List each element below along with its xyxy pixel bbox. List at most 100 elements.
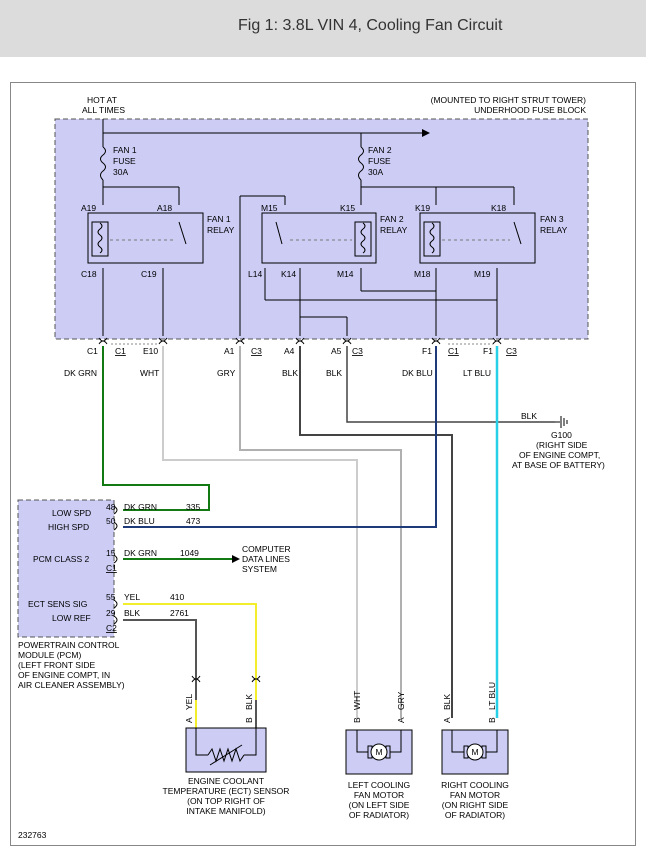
relay1-pin-c18: C18 — [81, 269, 97, 279]
right-motor-symbol: M — [471, 747, 478, 757]
component-pin-symbols — [191, 675, 261, 683]
pcm-pin-symbols — [113, 505, 118, 625]
fan2-relay-switch-icon — [275, 221, 283, 245]
fuse-block-bus — [102, 119, 515, 336]
pcm-pin-48: 48 — [106, 502, 116, 512]
relay1-pin-c19: C19 — [141, 269, 157, 279]
wire-label-blk-2: BLK — [326, 368, 342, 378]
ect-wire-b: BLK — [244, 694, 254, 710]
relay1-name-1: FAN 1 — [207, 214, 231, 224]
pcm-wire-dkgrn-2: DK GRN — [124, 548, 157, 558]
left-motor-desc-3: (ON LEFT SIDE — [349, 800, 410, 810]
pcm-signal-class2: PCM CLASS 2 — [33, 554, 89, 564]
relay2-pin-k15: K15 — [340, 203, 355, 213]
fan2-relay — [261, 212, 377, 264]
pcm-signal-low-spd: LOW SPD — [52, 508, 91, 518]
pcm-desc-5: AIR CLEANER ASSEMBLY) — [18, 680, 125, 690]
ground-g100-icon — [555, 416, 568, 428]
conn-pin-e10: E10 — [143, 346, 158, 356]
relay1-pin-a19: A19 — [81, 203, 96, 213]
fan3-relay — [419, 212, 536, 264]
pcm-circuit-335: 335 — [186, 502, 200, 512]
ect-pin-a: A — [184, 717, 194, 723]
ect-desc-2: TEMPERATURE (ECT) SENSOR — [163, 786, 290, 796]
ground-desc-2: OF ENGINE COMPT, — [519, 450, 600, 460]
left-motor-pin-b: B — [352, 717, 362, 723]
pcm-module — [17, 499, 115, 638]
pcm-circuit-2761: 2761 — [170, 608, 189, 618]
relay2-pin-m15: M15 — [261, 203, 278, 213]
conn-pin-f1-a: F1 — [422, 346, 432, 356]
fan1-relay — [87, 212, 204, 264]
right-motor-desc-3: (ON RIGHT SIDE — [442, 800, 509, 810]
left-motor-icon — [370, 743, 388, 761]
data-lines-label-2: DATA LINES — [242, 554, 290, 564]
left-motor-desc-4: OF RADIATOR) — [349, 810, 409, 820]
fuse2-label-3: 30A — [368, 167, 383, 177]
relay2-pin-m14: M14 — [337, 269, 354, 279]
pcm-pin-55: 55 — [106, 592, 116, 602]
pcm-signal-low-ref: LOW REF — [52, 613, 91, 623]
wire-label-gry: GRY — [217, 368, 236, 378]
wire-blk-2761 — [123, 619, 197, 700]
fuse-block-mount-label: (MOUNTED TO RIGHT STRUT TOWER) — [431, 95, 587, 105]
pcm-desc-2: MODULE (PCM) — [18, 650, 81, 660]
hot-at-label: HOT AT — [87, 95, 117, 105]
pcm-circuit-473: 473 — [186, 516, 200, 526]
wire-wht — [162, 346, 358, 718]
wire-blk-motor — [299, 346, 453, 718]
pcm-circuit-1049: 1049 — [180, 548, 199, 558]
ect-desc-1: ENGINE COOLANT — [188, 776, 264, 786]
wire-gry — [239, 346, 402, 718]
fuse2-label-2: FUSE — [368, 156, 391, 166]
conn-pin-a4: A4 — [284, 346, 295, 356]
fan1-relay-coil-winding — [97, 222, 103, 254]
pcm-conn-c2: C2 — [106, 623, 117, 633]
pcm-desc-4: OF ENGINE COMPT, IN — [18, 670, 110, 680]
pcm-signal-ect: ECT SENS SIG — [28, 599, 87, 609]
diagram-frame — [10, 82, 636, 846]
pcm-wire-blk: BLK — [124, 608, 140, 618]
left-motor-wire-a: GRY — [396, 691, 406, 710]
right-motor-desc-2: FAN MOTOR — [450, 790, 500, 800]
fuse1-label-2: FUSE — [113, 156, 136, 166]
fan2-relay-coil-icon — [354, 221, 372, 257]
pcm-pin-50: 50 — [106, 516, 116, 526]
left-motor-desc-2: FAN MOTOR — [354, 790, 404, 800]
fan3-relay-coil-icon — [423, 221, 441, 257]
relay2-pin-k14: K14 — [281, 269, 296, 279]
conn-pin-a5: A5 — [331, 346, 342, 356]
left-motor-lead-a — [390, 730, 402, 753]
conn-c3-c: C3 — [506, 346, 517, 356]
conn-c1-a: C1 — [115, 346, 126, 356]
conn-c3-b: C3 — [352, 346, 363, 356]
pcm-circuit-410: 410 — [170, 592, 184, 602]
pcm-wire-yel: YEL — [124, 592, 140, 602]
conn-pin-f1-b: F1 — [483, 346, 493, 356]
fan3-relay-coil-winding — [429, 222, 435, 254]
relay2-pin-l14: L14 — [248, 269, 262, 279]
relay3-name-1: FAN 3 — [540, 214, 564, 224]
ect-desc-4: INTAKE MANIFOLD) — [186, 806, 265, 816]
conn-c3-a: C3 — [251, 346, 262, 356]
left-motor-pin-a: A — [396, 717, 406, 723]
ground-wire-label: BLK — [521, 411, 537, 421]
pcm-conn-c1: C1 — [106, 563, 117, 573]
relay3-pin-m19: M19 — [474, 269, 491, 279]
ground-desc-3: AT BASE OF BATTERY) — [512, 460, 605, 470]
pcm-desc-3: (LEFT FRONT SIDE — [18, 660, 95, 670]
right-motor-pin-a: A — [442, 717, 452, 723]
ground-desc-1: (RIGHT SIDE — [536, 440, 588, 450]
data-lines-arrow-icon — [232, 555, 240, 563]
ect-pin-b: B — [244, 717, 254, 723]
right-motor-pin-b: B — [487, 717, 497, 723]
relay3-name-2: RELAY — [540, 225, 568, 235]
fuse2-label-1: FAN 2 — [368, 145, 392, 155]
left-motor-symbol: M — [375, 747, 382, 757]
pcm-pin-29: 29 — [106, 608, 116, 618]
fuse1-label-1: FAN 1 — [113, 145, 137, 155]
pcm-wire-dkgrn-1: DK GRN — [124, 502, 157, 512]
left-motor-wire-b: WHT — [352, 691, 362, 710]
ect-desc-3: (ON TOP RIGHT OF — [187, 796, 265, 806]
